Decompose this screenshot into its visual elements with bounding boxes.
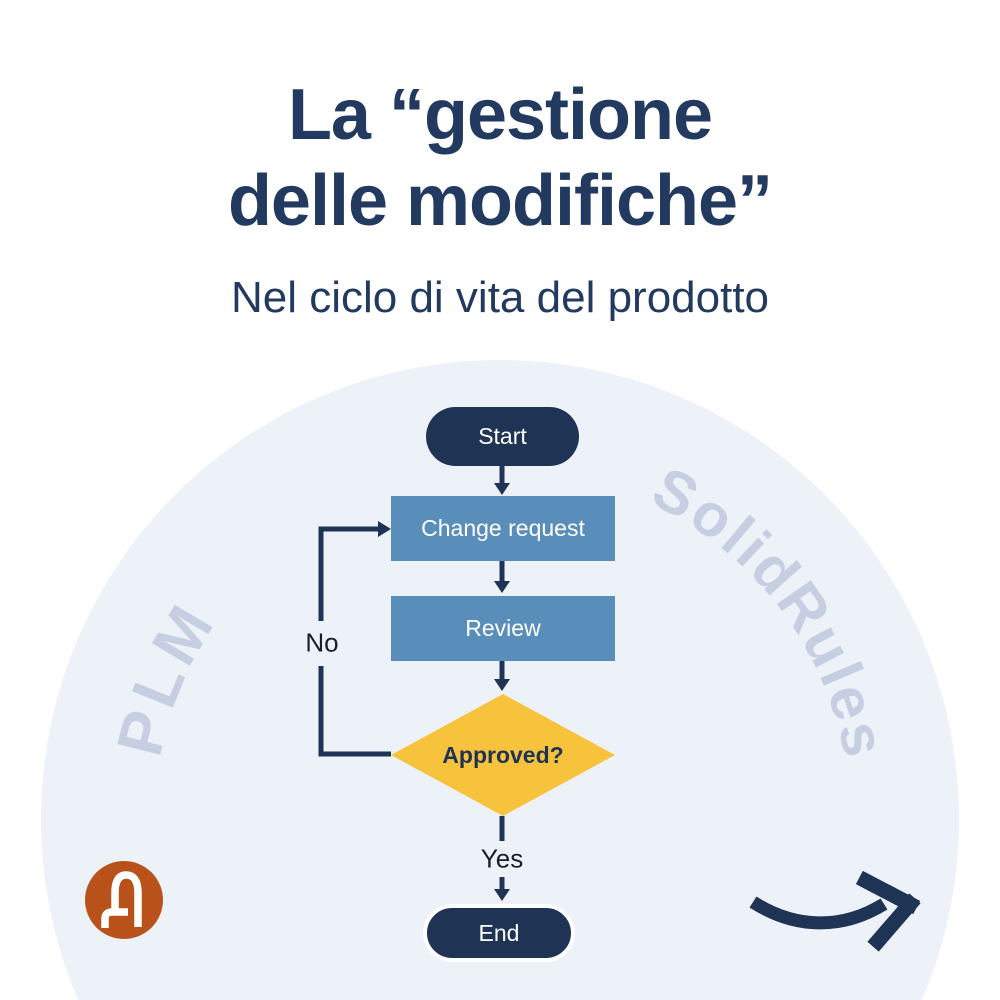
flow-node-approved-label: Approved? (442, 741, 564, 768)
watermark-plm: PLM (103, 589, 230, 762)
brand-a-icon (101, 871, 142, 928)
flow-node-change-request-label: Change request (421, 515, 585, 541)
arrowhead-no-loop (378, 521, 391, 537)
edge-label-no: No (305, 627, 339, 658)
edge-label-yes: Yes (480, 843, 524, 874)
arrowhead-to-review (494, 581, 510, 593)
flow-node-end: End (423, 904, 575, 962)
flow-node-start-label: Start (478, 423, 527, 449)
arrowhead-to-approved (494, 679, 510, 691)
curved-arrow-icon (749, 870, 921, 952)
edge-no-loop-lower (318, 666, 391, 757)
brand-logo (85, 861, 163, 939)
arrowhead-to-end (494, 889, 510, 901)
edge-no-loop-upper (318, 526, 378, 621)
page-subtitle: Nel ciclo di vita del prodotto (230, 273, 770, 322)
flow-node-review: Review (391, 596, 615, 661)
flow-node-review-label: Review (465, 615, 541, 641)
flow-arrowheads (378, 483, 510, 901)
flow-node-change-request: Change request (391, 496, 615, 561)
flow-connectors (318, 466, 505, 890)
page-title-line2: delle modifiche” (227, 161, 773, 241)
arrowhead-to-change (494, 483, 510, 495)
flow-node-end-label: End (478, 919, 520, 946)
flow-node-start: Start (426, 407, 579, 466)
page-title-line1: La “gestione (287, 75, 713, 155)
watermark-solidrules: SolidRules (642, 454, 899, 765)
page-title: La “gestione delle modifiche” (0, 72, 1000, 244)
